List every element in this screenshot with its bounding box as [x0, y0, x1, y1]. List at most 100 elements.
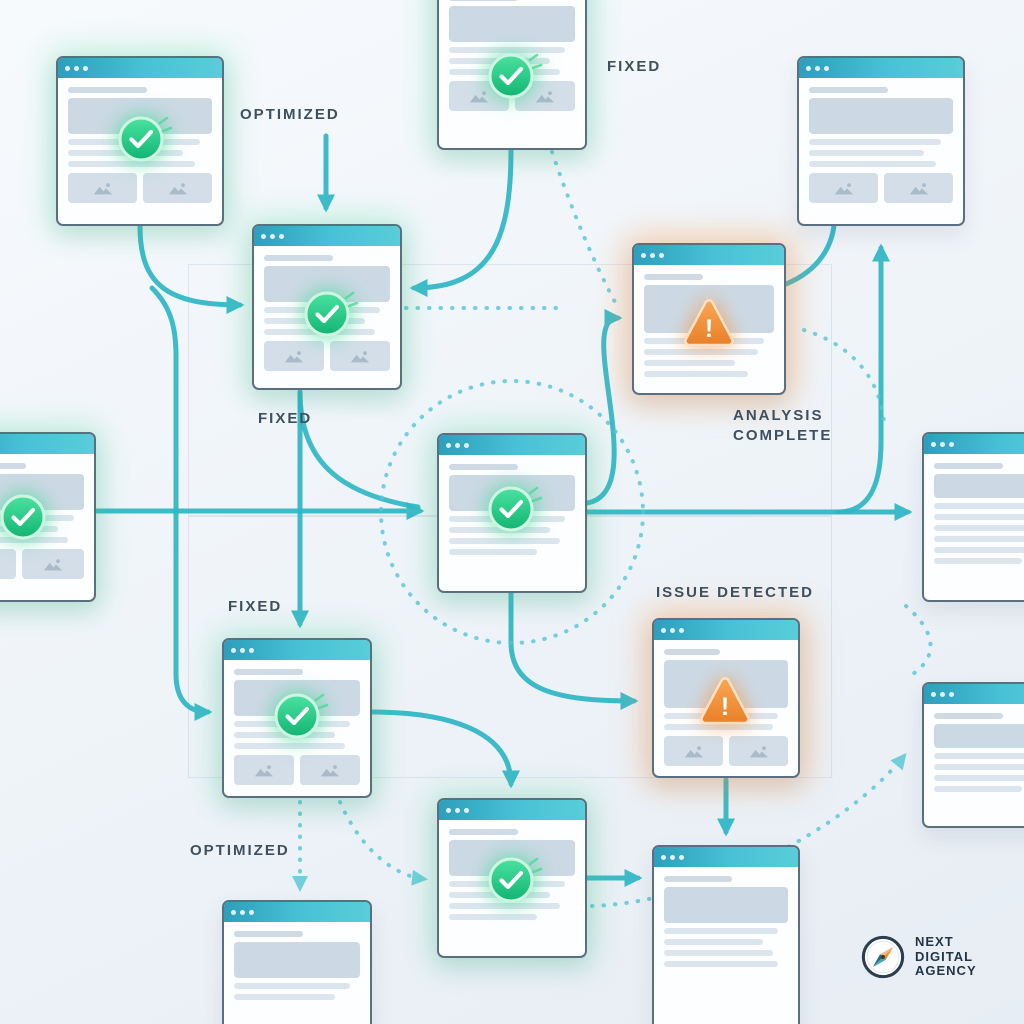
skeleton-line: [644, 371, 748, 377]
browser-titlebar: [654, 620, 798, 640]
skeleton-line: [644, 360, 735, 366]
skeleton-line: [664, 950, 774, 956]
image-placeholder-icon: [93, 182, 112, 194]
image-placeholder-icon: [43, 558, 63, 570]
label-fixed-top: FIXED: [607, 58, 662, 75]
success-check-icon: [487, 52, 543, 100]
browser-titlebar: [58, 58, 222, 78]
image-placeholder-icon: [684, 745, 703, 757]
skeleton-line: [449, 903, 560, 909]
skeleton-line: [934, 775, 1024, 781]
skeleton-line: [934, 463, 1004, 469]
brand-logo: NEXT DIGITAL AGENCY: [860, 934, 977, 980]
image-thumb: [143, 173, 212, 203]
image-thumb: [300, 755, 360, 785]
warning-triangle-icon: !: [697, 674, 753, 726]
skeleton-line: [449, 47, 565, 53]
skeleton-line: [934, 536, 1024, 542]
skeleton-line: [234, 931, 304, 937]
image-placeholder-icon: [168, 182, 187, 194]
success-check-icon: [487, 485, 543, 533]
label-issue-detected: ISSUE DETECTED: [656, 584, 815, 601]
browser-titlebar: [799, 58, 963, 78]
success-check-icon: [273, 692, 329, 740]
skeleton-line: [934, 713, 1004, 719]
image-thumb: [664, 736, 723, 766]
image-thumb: [68, 173, 137, 203]
window-bottom-right-center: [652, 845, 800, 1024]
skeleton-line: [934, 753, 1024, 759]
success-check-icon: [0, 493, 47, 541]
skeleton-line: [934, 514, 1024, 520]
browser-titlebar: [924, 434, 1024, 454]
skeleton-line: [809, 87, 889, 93]
label-optimized-bottom: OPTIMIZED: [190, 842, 290, 859]
skeleton-line: [664, 939, 764, 945]
skeleton-line: [664, 649, 720, 655]
image-thumb: [264, 341, 324, 371]
warning-exclamation: !: [721, 693, 729, 721]
brand-name-line2: DIGITAL: [915, 948, 974, 964]
skeleton-line: [234, 743, 345, 749]
warning-exclamation: !: [705, 315, 713, 343]
window-right-edge-lower: [922, 682, 1024, 828]
image-thumb: [0, 549, 16, 579]
thumb-row: [264, 341, 390, 371]
thumb-row: [68, 173, 212, 203]
skeleton-line: [809, 150, 925, 156]
skeleton-line: [449, 549, 538, 555]
thumb-row: [809, 173, 953, 203]
window-top-right: [797, 56, 965, 226]
skeleton-line: [234, 669, 304, 675]
image-placeholder-icon: [254, 764, 274, 776]
success-check-icon: [117, 115, 173, 163]
label-fixed-lower: FIXED: [228, 598, 283, 615]
skeleton-line: [234, 983, 350, 989]
browser-titlebar: [224, 640, 370, 660]
hero-block: [934, 724, 1024, 748]
window-bottom-left: [222, 900, 372, 1024]
label-fixed-mid: FIXED: [258, 410, 313, 427]
thumb-row: [664, 736, 788, 766]
browser-titlebar: [0, 434, 94, 454]
success-check-icon: [487, 856, 543, 904]
skeleton-line: [644, 349, 759, 355]
skeleton-line: [234, 732, 335, 738]
image-placeholder-icon: [909, 182, 928, 194]
hero-block: [809, 98, 953, 134]
image-placeholder-icon: [535, 90, 555, 102]
hero-block: [664, 887, 788, 923]
image-thumb: [330, 341, 390, 371]
success-check-icon: [303, 290, 359, 338]
skeleton-line: [0, 463, 26, 469]
page-skeleton: [924, 454, 1024, 573]
image-placeholder-icon: [749, 745, 768, 757]
skeleton-line: [934, 503, 1024, 509]
browser-titlebar: [254, 226, 400, 246]
skeleton-line: [449, 914, 538, 920]
brand-name-line1: NEXT: [915, 933, 954, 949]
hero-block: [449, 6, 575, 42]
skeleton-line: [664, 724, 774, 730]
browser-titlebar: [634, 245, 784, 265]
brand-name: NEXT DIGITAL AGENCY: [915, 933, 977, 980]
skeleton-line: [68, 87, 148, 93]
image-thumb: [22, 549, 84, 579]
brand-name-line3: AGENCY: [915, 963, 977, 979]
skeleton-line: [934, 786, 1023, 792]
thumb-row: [0, 549, 84, 579]
skeleton-line: [68, 161, 195, 167]
skeleton-line: [934, 525, 1024, 531]
skeleton-line: [934, 558, 1023, 564]
skeleton-line: [449, 464, 519, 470]
skeleton-line: [449, 0, 519, 1]
page-skeleton: [224, 922, 370, 1009]
image-placeholder-icon: [469, 90, 489, 102]
label-optimized-top: OPTIMIZED: [240, 106, 340, 123]
solid-connectors: [93, 133, 913, 887]
skeleton-line: [934, 764, 1024, 770]
image-thumb: [884, 173, 953, 203]
page-skeleton: [924, 704, 1024, 801]
